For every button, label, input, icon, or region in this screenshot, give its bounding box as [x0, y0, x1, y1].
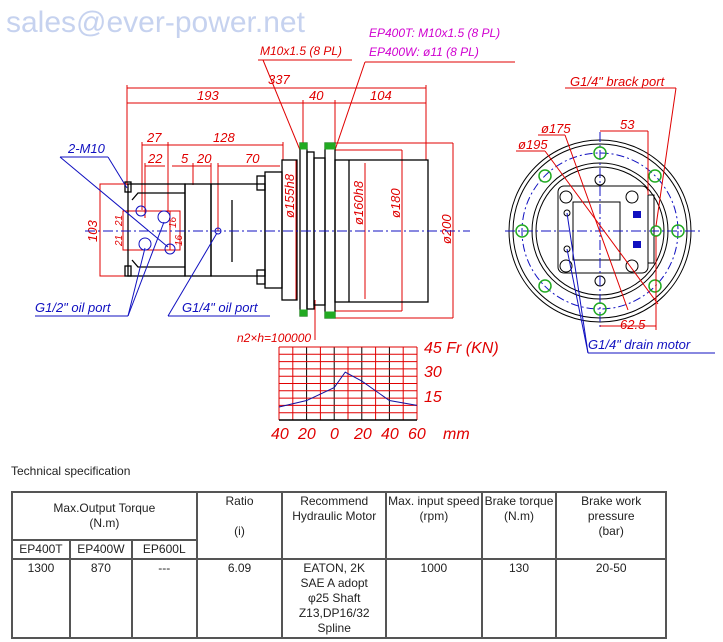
dim-5: 5: [181, 151, 189, 166]
header-max-output-torque: Max.Output Torque(N.m): [11, 491, 198, 541]
x-tick-label: 60: [408, 426, 426, 443]
cell-brake-torque: 130: [480, 558, 558, 639]
model-ep400w: EP400W: [68, 539, 133, 560]
header-brake-torque: Brake torque(N.m): [480, 491, 558, 560]
series-line-fr: [278, 371, 418, 408]
header-brake-pressure: Brake work pressure(bar): [555, 491, 667, 560]
dim-phi155h8: ø155h8: [282, 173, 297, 218]
x-tick-label: 40: [271, 426, 289, 443]
y-tick-label: 15: [424, 389, 442, 406]
cell-ep400w-torque: 870: [68, 558, 133, 639]
x-tick-label: 40: [381, 426, 399, 443]
dim-104: 104: [370, 88, 392, 103]
cell-ep400t-torque: 1300: [11, 558, 71, 639]
thread-callout-ep400w: EP400W: ø11 (8 PL): [369, 45, 479, 59]
dim-193: 193: [197, 88, 219, 103]
dim-20: 20: [196, 151, 212, 166]
dim-phi195: ø195: [518, 137, 548, 152]
dim-phi160h8: ø160h8: [351, 180, 366, 225]
dim-128: 128: [213, 130, 235, 145]
dim-21-top: 21: [114, 215, 125, 227]
x-tick-label: 20: [353, 426, 372, 443]
dim-53: 53: [620, 117, 635, 132]
label-2-m10: 2-M10: [67, 141, 106, 156]
technical-drawing: sales@ever-power.net M10x1.5 (8 PL) EP40…: [6, 6, 715, 443]
model-ep600l: EP600L: [130, 539, 198, 560]
thread-callout-ep400t: EP400T: M10x1.5 (8 PL): [369, 26, 500, 40]
dim-22: 22: [147, 151, 163, 166]
dim-16-b: 16: [174, 234, 185, 246]
x-axis-unit: mm: [443, 426, 470, 443]
cell-brake-pressure: 20-50: [555, 558, 667, 639]
header-ratio: Ratio(i): [195, 491, 284, 560]
cell-speed: 1000: [385, 558, 483, 639]
cell-ratio: 6.09: [195, 558, 284, 639]
label-g1-4-oil-port: G1/4" oil port: [182, 300, 259, 315]
dim-62-5: 62.5: [620, 317, 646, 332]
label-g1-4-drain-motor: G1/4" drain motor: [588, 337, 691, 352]
thread-callout-left: M10x1.5 (8 PL): [260, 44, 342, 58]
dim-21-bottom: 21: [114, 235, 125, 247]
section-title: Technical specification: [11, 464, 131, 478]
dim-40: 40: [309, 88, 324, 103]
dim-16-a: 16: [168, 216, 179, 228]
spec-table: Max.Output Torque(N.m) Ratio(i) Recommen…: [11, 491, 667, 639]
dim-phi180: ø180: [388, 188, 403, 218]
cell-ep600l-torque: ---: [130, 558, 198, 639]
dim-phi175: ø175: [541, 121, 571, 136]
model-ep400t: EP400T: [11, 539, 71, 560]
watermark: sales@ever-power.net: [6, 6, 306, 39]
dim-70: 70: [245, 151, 260, 166]
dim-27: 27: [146, 130, 162, 145]
radial-load-chart: [278, 346, 418, 421]
dim-phi200: ø200: [439, 214, 454, 244]
dim-overall-length: 337: [268, 72, 290, 87]
y-tick-label: 45 Fr (KN): [424, 340, 499, 357]
x-tick-label: 20: [297, 426, 316, 443]
chart-title: n2×h=100000: [237, 331, 311, 345]
y-tick-label: 30: [424, 364, 442, 381]
x-tick-label: 0: [330, 426, 339, 443]
label-g1-4-brake-port: G1/4" brack port: [570, 74, 666, 89]
label-g1-2-oil-port: G1/2" oil port: [35, 300, 112, 315]
header-max-input-speed: Max. input speed(rpm): [385, 491, 483, 560]
header-hydraulic-motor: Recommend Hydraulic Motor: [281, 491, 388, 560]
